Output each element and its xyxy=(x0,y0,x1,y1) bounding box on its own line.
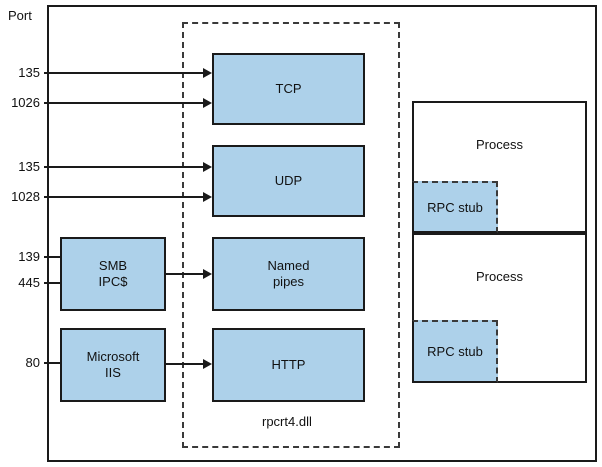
transport-box-named-pipes[interactable]: Named pipes xyxy=(212,237,365,311)
arrowhead-135-to-tcp xyxy=(203,68,212,78)
rpc-stub-1-label: RPC stub xyxy=(427,199,483,215)
connector-139-to-smb xyxy=(44,256,62,258)
port-label-135-udp: 135 xyxy=(18,159,40,174)
rpcrt4-dll-label: rpcrt4.dll xyxy=(262,414,312,429)
port-column-heading: Port xyxy=(8,8,32,23)
arrowhead-135-to-udp xyxy=(203,162,212,172)
port-label-135-tcp: 135 xyxy=(18,65,40,80)
rpc-stub-2[interactable]: RPC stub xyxy=(412,320,498,383)
rpc-stub-1[interactable]: RPC stub xyxy=(412,181,498,233)
port-label-80-iis: 80 xyxy=(25,355,40,370)
connector-445-to-smb xyxy=(44,282,62,284)
connector-135-to-udp xyxy=(44,166,208,168)
arrowhead-smb-to-named-pipes xyxy=(203,269,212,279)
service-iis-line2: IIS xyxy=(105,365,121,380)
transport-named-pipes-line2: pipes xyxy=(272,274,305,289)
port-label-1026-tcp: 1026 xyxy=(11,95,40,110)
rpcrt4-dll-boundary xyxy=(182,22,400,448)
transport-udp-label: UDP xyxy=(274,172,303,188)
connector-1026-to-tcp xyxy=(44,102,208,104)
connector-smb-to-named-pipes xyxy=(166,273,208,275)
transport-box-http[interactable]: HTTP xyxy=(212,328,365,402)
port-label-1028-udp: 1028 xyxy=(11,189,40,204)
port-label-445-smb: 445 xyxy=(18,275,40,290)
transport-tcp-label: TCP xyxy=(275,80,302,96)
transport-box-tcp[interactable]: TCP xyxy=(212,53,365,125)
arrowhead-iis-to-http xyxy=(203,359,212,369)
outer-frame xyxy=(47,5,597,462)
connector-135-to-tcp xyxy=(44,72,208,74)
arrowhead-1026-to-tcp xyxy=(203,98,212,108)
process-1-label: Process xyxy=(476,137,523,152)
service-smb-line2: IPC$ xyxy=(98,274,128,289)
connector-1028-to-udp xyxy=(44,196,208,198)
connector-80-to-iis xyxy=(44,362,62,364)
rpc-stub-2-label: RPC stub xyxy=(427,344,483,359)
service-box-smb-ipc[interactable]: SMB IPC$ xyxy=(60,237,166,311)
process-2-label: Process xyxy=(476,269,523,284)
process-box-2[interactable]: Process xyxy=(412,233,587,383)
transport-named-pipes-line1: Named xyxy=(267,257,310,273)
transport-box-udp[interactable]: UDP xyxy=(212,145,365,217)
service-smb-line1: SMB xyxy=(98,257,128,273)
transport-http-label: HTTP xyxy=(271,356,306,372)
port-label-139-smb: 139 xyxy=(18,249,40,264)
arrowhead-1028-to-udp xyxy=(203,192,212,202)
service-iis-line1: Microsoft xyxy=(86,348,140,364)
connector-iis-to-http xyxy=(166,363,208,365)
service-box-microsoft-iis[interactable]: Microsoft IIS xyxy=(60,328,166,402)
